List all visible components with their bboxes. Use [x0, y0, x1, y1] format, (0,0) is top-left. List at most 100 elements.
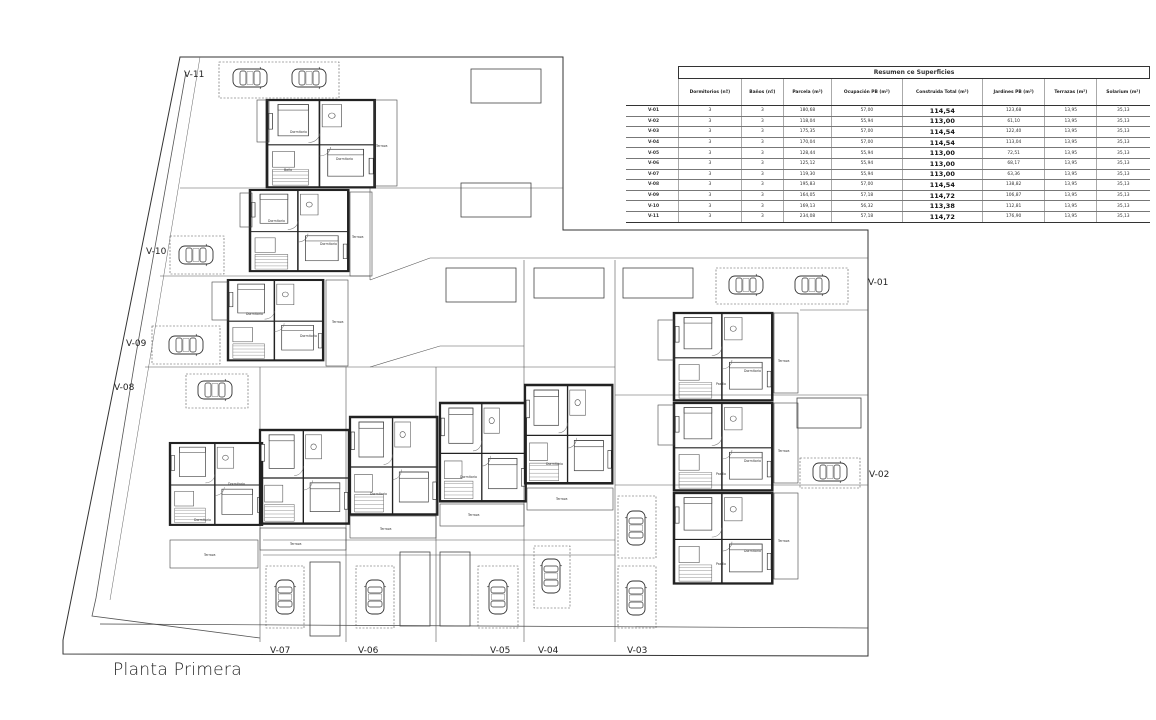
table-cell: 35,13: [1096, 105, 1150, 117]
table-cell: 112,81: [981, 200, 1045, 212]
table-cell: 3: [740, 137, 784, 149]
room-label: Dormitorio: [336, 157, 353, 161]
room-label: Dormitorio: [194, 518, 211, 522]
room-label: Terraza: [777, 359, 790, 363]
table-cell: 3: [740, 105, 784, 117]
table-cell: 170,04: [782, 137, 832, 149]
table-cell: V-09: [626, 190, 679, 202]
table-cell: 3: [678, 190, 742, 202]
table-cell: 169,13: [782, 200, 832, 212]
table-cell: 114,54: [901, 137, 983, 149]
table-cell: 175,35: [782, 126, 832, 138]
unit-label-v11: V-11: [184, 70, 204, 80]
table-cell: 35,13: [1096, 179, 1150, 191]
unit-label-v09: V-09: [126, 339, 147, 349]
table-cell: 35,13: [1096, 147, 1150, 159]
table-cell: 72,51: [981, 147, 1045, 159]
room-label: Terraza: [555, 497, 568, 501]
room-label: Terraza: [777, 449, 790, 453]
table-cell: 3: [740, 116, 784, 128]
table-cell: 35,13: [1096, 137, 1150, 149]
table-cell: 3: [678, 200, 742, 212]
table-cell: 114,54: [901, 105, 983, 117]
table-cell: 3: [740, 190, 784, 202]
table-cell: V-10: [626, 200, 679, 212]
table-cell: 61,10: [981, 116, 1045, 128]
unit-label-v07: V-07: [270, 646, 290, 656]
table-cell: 13,95: [1044, 137, 1097, 149]
table-cell: 180,68: [782, 105, 832, 117]
surface-summary-table: Resumen ce Superficies Dormitorios (nº)B…: [626, 66, 1150, 223]
summary-header-cell: Terrazas (m²): [1044, 78, 1097, 106]
room-label: Dormitorio: [370, 492, 387, 496]
table-cell: 57,00: [831, 137, 903, 149]
table-cell: 56,32: [831, 200, 903, 212]
table-cell: 123,68: [981, 105, 1045, 117]
room-label: Dormitorio: [744, 549, 761, 553]
table-cell: 138,82: [981, 179, 1045, 191]
table-cell: V-03: [626, 126, 679, 138]
table-cell: 3: [678, 169, 742, 181]
room-label: Dormitorio: [268, 219, 285, 223]
room-label: Dormitorio: [320, 242, 337, 246]
summary-header-cell: Dormitorios (nº): [678, 78, 742, 106]
unit-label-v08: V-08: [114, 383, 135, 393]
table-cell: 113,00: [901, 158, 983, 170]
table-cell: 3: [740, 179, 784, 191]
table-cell: 3: [678, 126, 742, 138]
table-cell: 3: [678, 116, 742, 128]
table-cell: 3: [740, 126, 784, 138]
table-cell: V-01: [626, 105, 679, 117]
table-cell: 114,54: [901, 126, 983, 138]
summary-header-row: Dormitorios (nº)Baños (nº)Parcela (m²)Oc…: [626, 78, 1150, 106]
table-cell: 57,00: [831, 105, 903, 117]
table-cell: 3: [678, 158, 742, 170]
table-cell: 57,18: [831, 190, 903, 202]
room-label: Dormitorio: [300, 334, 317, 338]
table-cell: 3: [678, 105, 742, 117]
unit-label-v01: V-01: [868, 278, 888, 288]
room-label: Terraza: [375, 144, 388, 148]
summary-header-cell: Ocupación PB (m²): [831, 78, 903, 106]
summary-header-cell: Solarium (m²): [1096, 78, 1150, 106]
table-cell: 3: [740, 147, 784, 159]
table-cell: 3: [678, 147, 742, 159]
table-cell: 57,00: [831, 179, 903, 191]
table-cell: 13,95: [1044, 200, 1097, 212]
table-cell: V-08: [626, 179, 679, 191]
table-cell: 128,44: [782, 147, 832, 159]
room-label: Terraza: [379, 527, 392, 531]
table-cell: 35,13: [1096, 211, 1150, 223]
table-cell: V-07: [626, 169, 679, 181]
table-cell: 114,72: [901, 190, 983, 202]
table-cell: 106,87: [981, 190, 1045, 202]
table-cell: 114,72: [901, 211, 983, 223]
plan-title: Planta Primera: [113, 660, 242, 680]
table-cell: 119,30: [782, 169, 832, 181]
table-cell: 3: [740, 200, 784, 212]
summary-header-cell: Baños (nº): [740, 78, 784, 106]
table-cell: 35,13: [1096, 190, 1150, 202]
room-label: Terraza: [289, 542, 302, 546]
table-cell: 3: [740, 158, 784, 170]
table-cell: 114,54: [901, 179, 983, 191]
unit-label-v02: V-02: [869, 470, 889, 480]
summary-title: Resumen ce Superficies: [678, 66, 1150, 79]
table-cell: 164,05: [782, 190, 832, 202]
table-cell: 13,95: [1044, 147, 1097, 159]
table-cell: 68,17: [981, 158, 1045, 170]
table-cell: 55,94: [831, 158, 903, 170]
table-cell: 3: [678, 211, 742, 223]
table-cell: 118,04: [782, 116, 832, 128]
table-cell: 13,95: [1044, 158, 1097, 170]
room-label: Pasillo: [716, 382, 726, 386]
summary-header-cell: Jardines PB (m²): [981, 78, 1045, 106]
